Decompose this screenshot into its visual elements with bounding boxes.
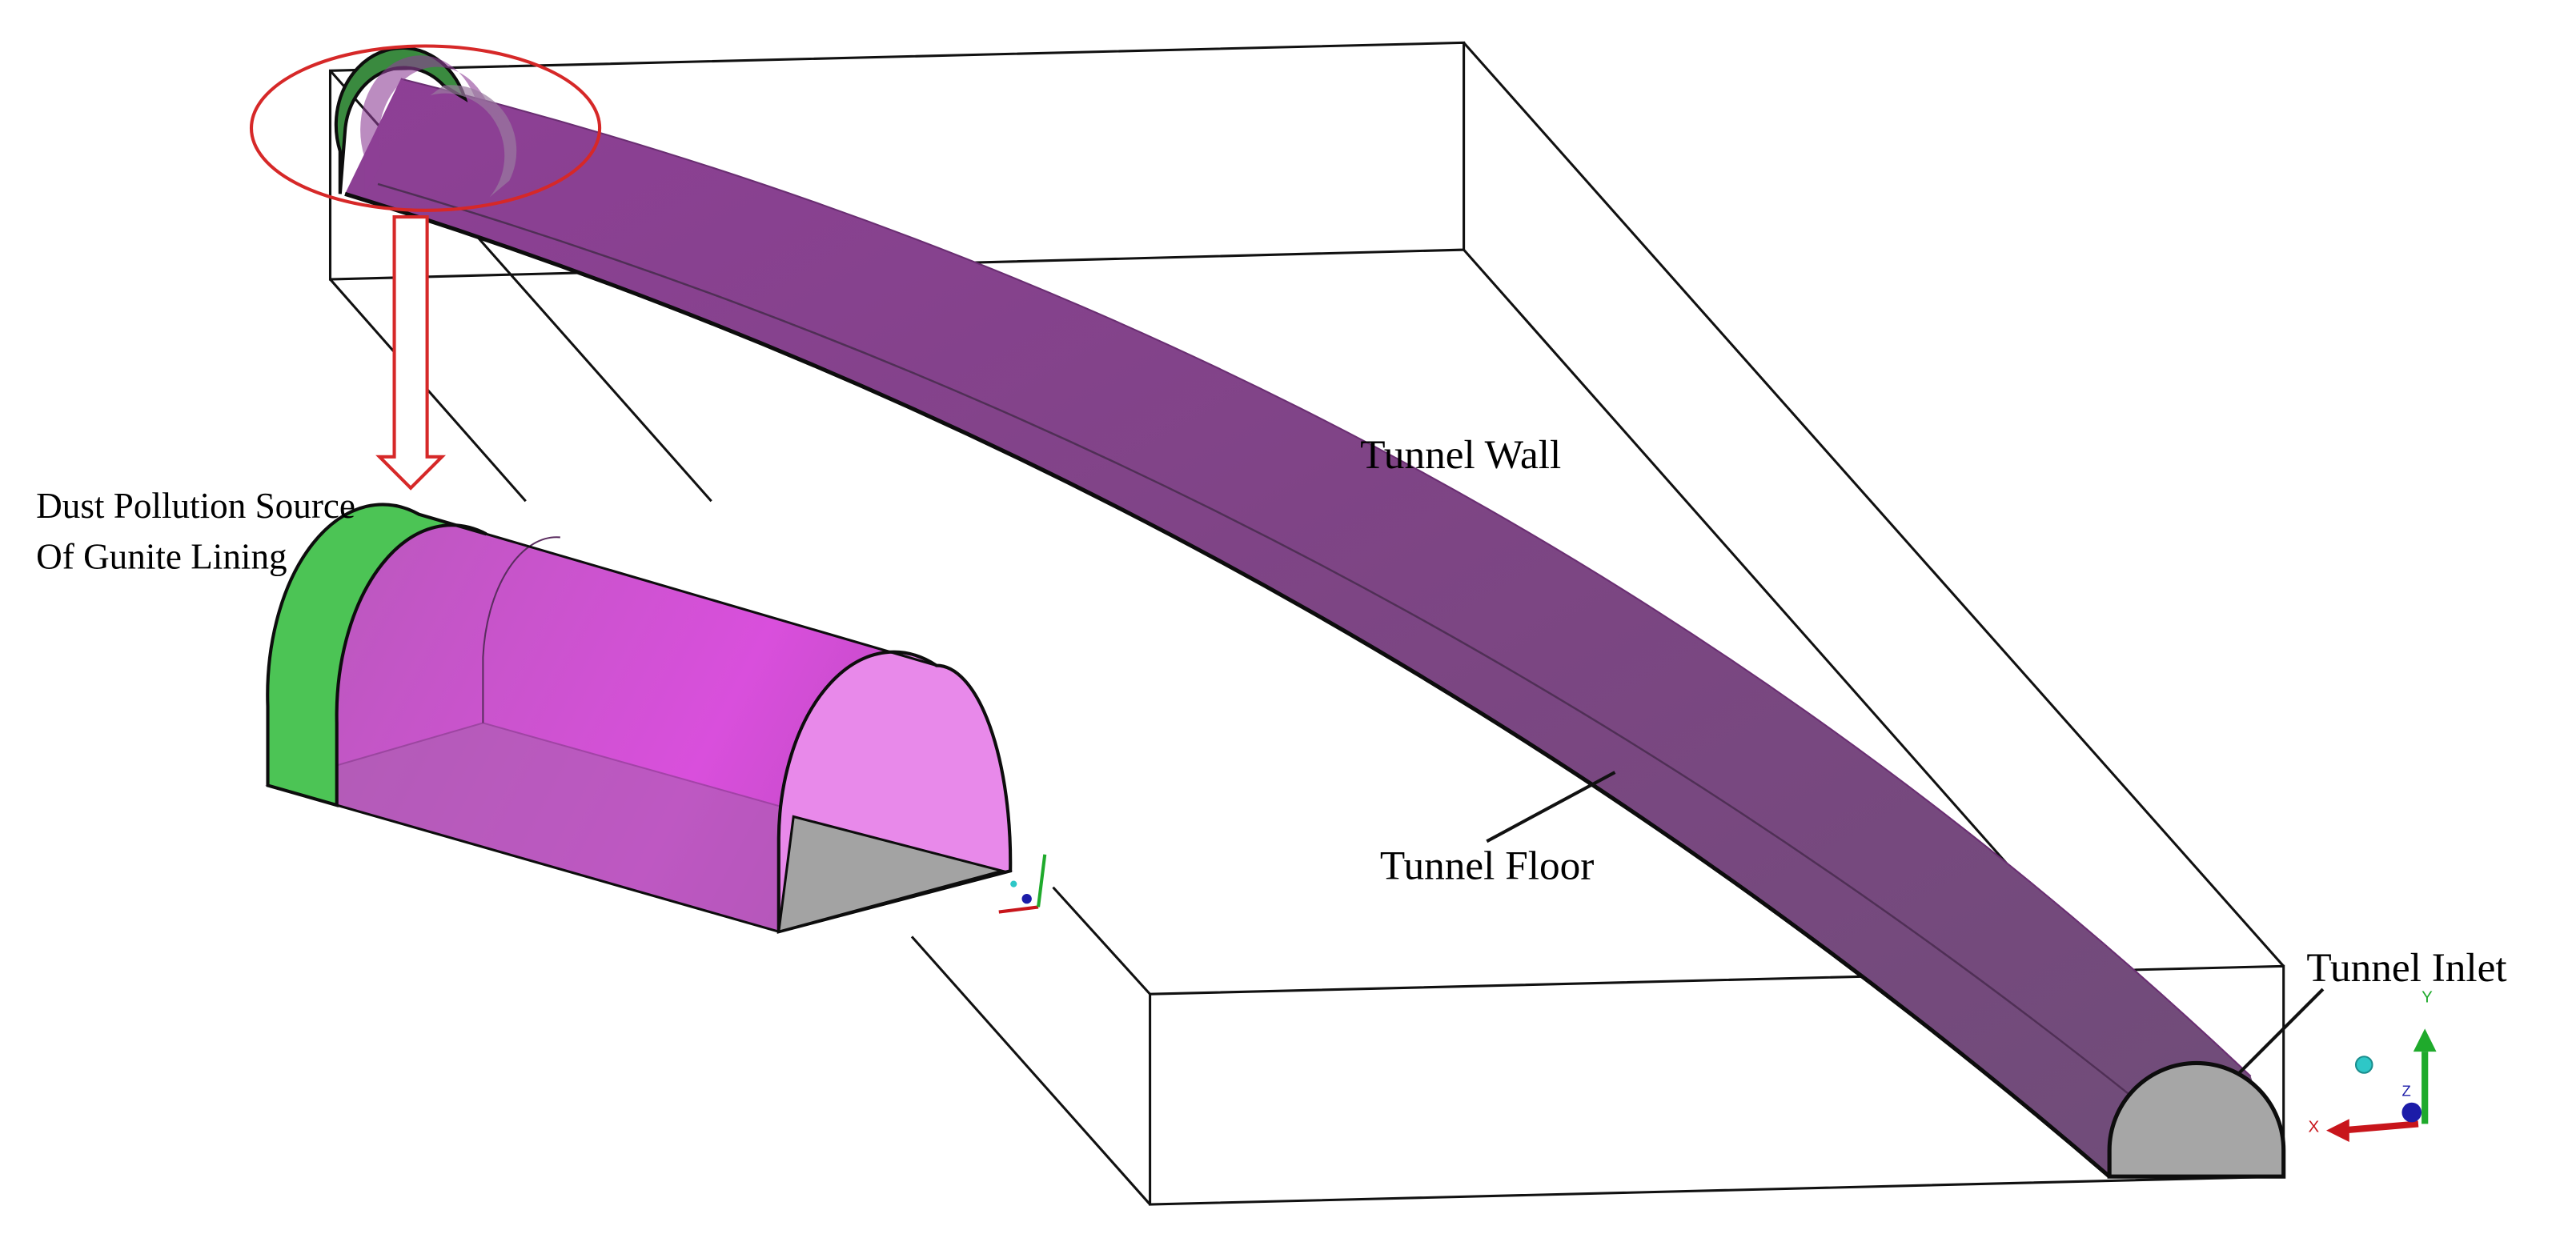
axis-y-arrow-head xyxy=(2413,1028,2437,1052)
leader-lines xyxy=(1486,771,2325,1075)
zoom-arrow xyxy=(375,214,447,491)
axis-z-label: Z xyxy=(2401,1083,2410,1100)
axis-triad: X Y Z xyxy=(2308,988,2437,1143)
domain-box-edge-bottom-left-b xyxy=(910,936,1151,1206)
source-label-line2: Of Gunite Lining xyxy=(36,536,287,576)
tunnel-inlet-section xyxy=(2107,1060,2286,1179)
axis-x-line xyxy=(2341,1120,2419,1134)
zoom-top-edge xyxy=(418,513,937,667)
zoom-axis-triad xyxy=(998,854,1047,914)
tunnel-surface xyxy=(344,78,2284,1177)
tunnel-floor-label: Tunnel Floor xyxy=(1380,843,1594,888)
zoom-axis-y-line xyxy=(1037,854,1047,907)
axis-z-dot xyxy=(2401,1102,2422,1123)
source-gray-end xyxy=(430,85,517,198)
zoom-tunnel-segment xyxy=(264,503,1014,934)
source-section-far xyxy=(334,46,517,198)
axis-dot xyxy=(2354,1056,2373,1074)
tunnel-inlet-face xyxy=(2107,1060,2286,1179)
zoom-inner-arch xyxy=(482,536,560,723)
domain-box-edge-front-left xyxy=(1052,886,1151,996)
domain-box-edge-top-right xyxy=(1463,42,2285,968)
source-highlight xyxy=(249,44,602,491)
zoom-axis-dot xyxy=(1010,880,1017,887)
tunnel-top-edge xyxy=(400,78,2252,1077)
tunnel-inlet-label: Tunnel Inlet xyxy=(2306,945,2506,991)
axis-x-label: X xyxy=(2308,1118,2319,1136)
tunnel-floor-leader xyxy=(1486,771,1616,843)
tunnel-body xyxy=(344,78,2284,1179)
tunnel-wall-crease xyxy=(377,182,2199,1152)
tunnel-floor-edge xyxy=(344,191,2111,1179)
axis-x-arrow-head xyxy=(2326,1119,2349,1143)
zoom-axis-x-line xyxy=(998,905,1039,914)
source-highlight-ellipse xyxy=(249,44,602,212)
source-lining-green xyxy=(334,46,468,194)
zoom-bottom-edge xyxy=(267,783,780,933)
tunnel-inlet-leader xyxy=(2237,988,2325,1075)
source-lining-inner xyxy=(360,55,493,194)
zoom-axis-z-dot xyxy=(1021,893,1032,904)
zoom-inlet-face xyxy=(776,815,1007,934)
tunnel-wall-label: Tunnel Wall xyxy=(1360,432,1561,478)
axis-y-label: Y xyxy=(2422,988,2433,1006)
source-label-line1: Dust Pollution Source xyxy=(36,486,355,526)
